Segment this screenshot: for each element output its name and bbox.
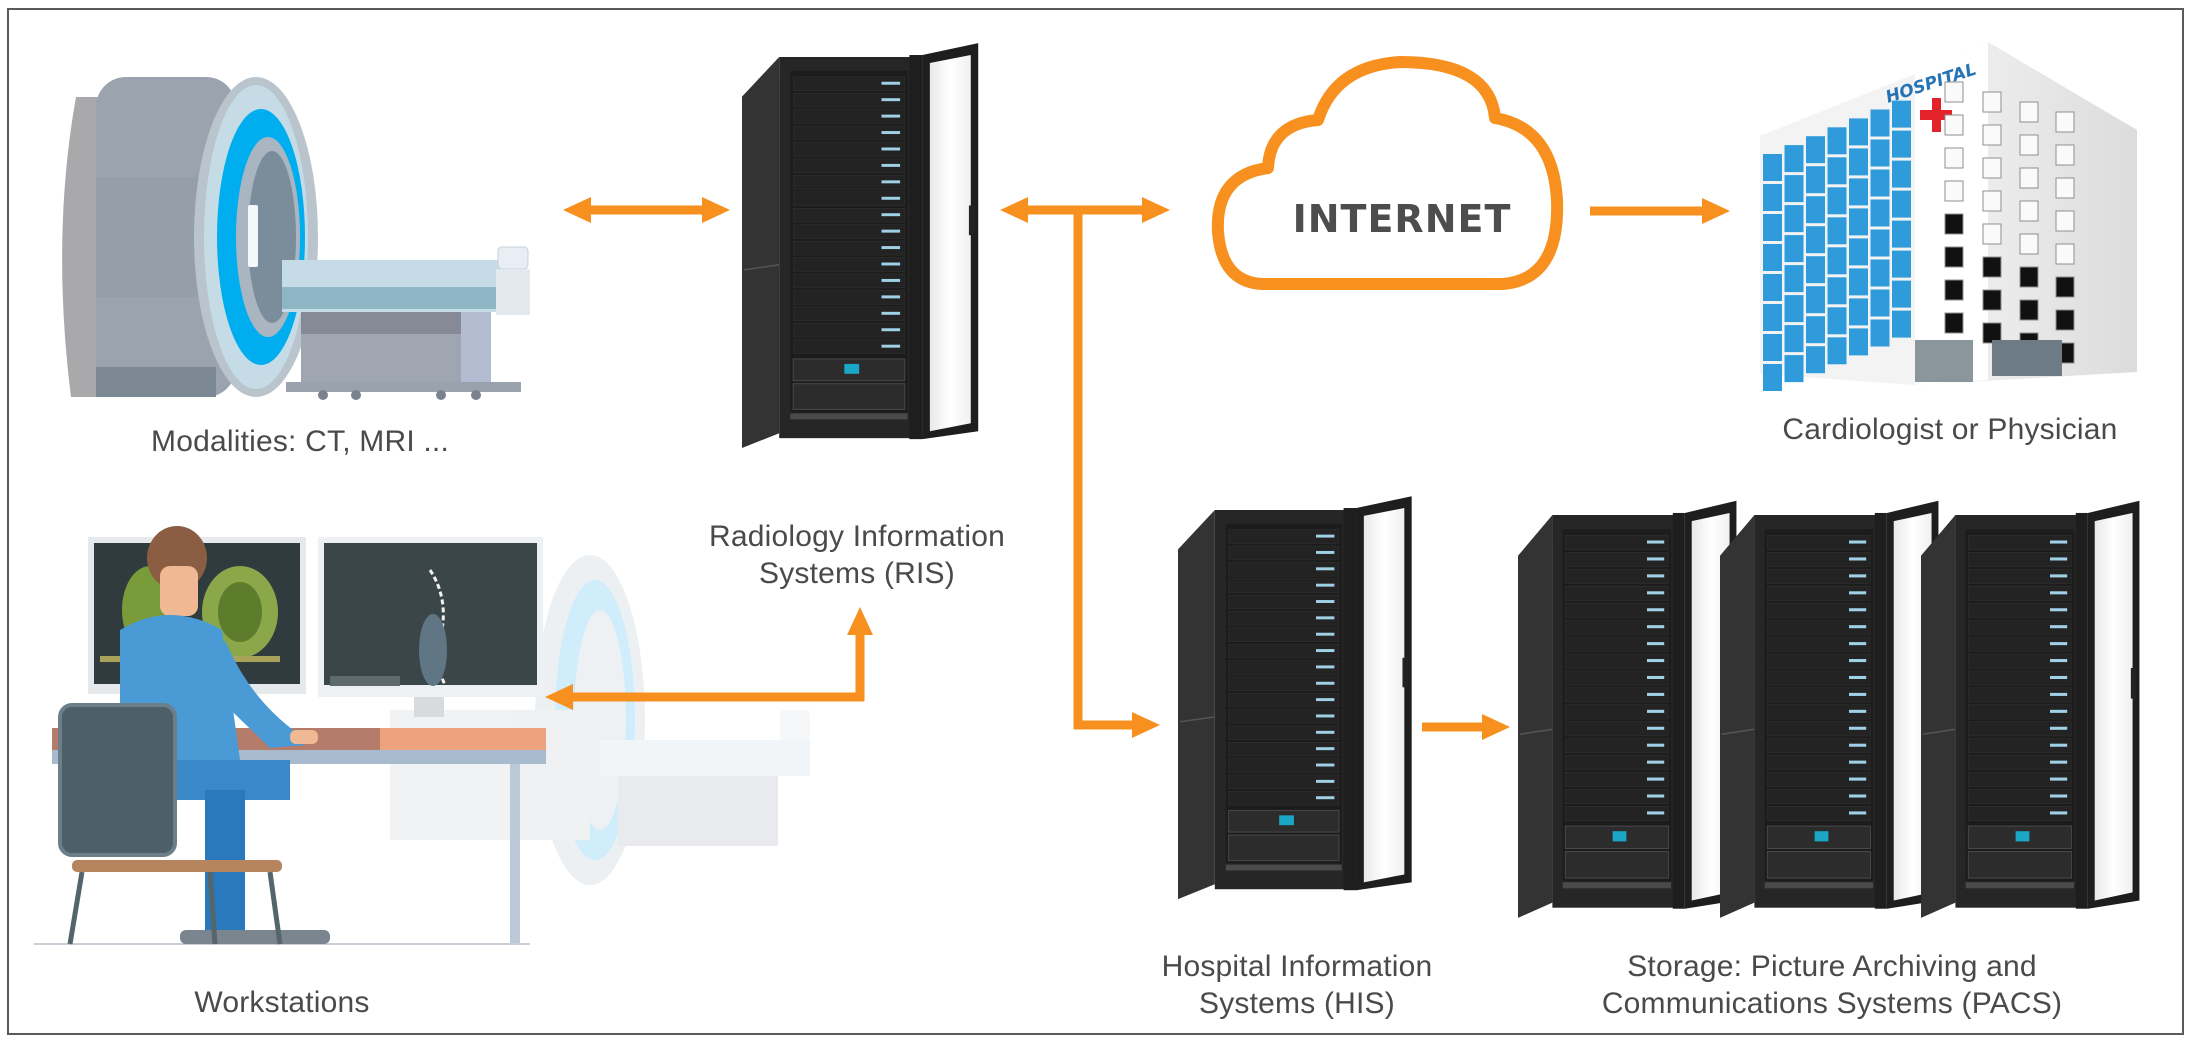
- pacs-label: Storage: Picture Archiving and Communica…: [1540, 948, 2124, 1022]
- arrowhead-to-workstation: [545, 684, 573, 710]
- internet-label: INTERNET: [1293, 197, 1512, 241]
- workstations-label: Workstations: [130, 984, 434, 1021]
- pacs-rack-1: [1517, 499, 1738, 919]
- his-server-rack-icon: [1177, 495, 1413, 900]
- physician-label: Cardiologist or Physician: [1744, 411, 2156, 448]
- arrowhead-to-ris: [702, 197, 730, 223]
- arrowhead-to-physician: [1702, 198, 1730, 224]
- workstations-label-text: Workstations: [194, 986, 370, 1019]
- cloud-icon: INTERNET: [1211, 56, 1564, 290]
- his-label: Hospital Information Systems (HIS): [1110, 948, 1484, 1022]
- arrowhead-to-modalities: [563, 197, 591, 223]
- his-label-line-1: Hospital Information: [1161, 950, 1433, 983]
- modalities-label: Modalities: CT, MRI ...: [90, 423, 510, 460]
- ris-server-rack-icon: [741, 42, 979, 449]
- ris-label-line-2: Systems (RIS): [759, 557, 955, 590]
- arrowhead-to-ris-from-workstation: [847, 607, 873, 635]
- connection-arrows: [545, 197, 1730, 740]
- pacs-label-line-1: Storage: Picture Archiving and: [1627, 950, 2037, 983]
- his-label-line-2: Systems (HIS): [1199, 987, 1395, 1020]
- mri-scanner-icon: [62, 77, 530, 400]
- physician-label-text: Cardiologist or Physician: [1782, 413, 2118, 446]
- modalities-label-text: Modalities: CT, MRI ...: [151, 425, 449, 458]
- hospital-building-icon: HOSPITAL: [1760, 42, 2137, 391]
- pacs-label-line-2: Communications Systems (PACS): [1601, 987, 2063, 1020]
- radiologist-workstation-icon: [34, 526, 810, 945]
- ris-label-line-1: Radiology Information: [708, 520, 1006, 553]
- arrowhead-to-ris-from-internet: [1000, 197, 1028, 223]
- arrowhead-to-his: [1132, 712, 1160, 738]
- ris-label: Radiology Information Systems (RIS): [660, 518, 1054, 592]
- pacs-rack-3: [1920, 499, 2141, 919]
- arrowhead-to-pacs: [1482, 714, 1510, 740]
- pacs-rack-2: [1719, 499, 1940, 919]
- pacs-server-rack-cluster-icon: [1517, 499, 2141, 919]
- arrowhead-to-internet: [1142, 197, 1170, 223]
